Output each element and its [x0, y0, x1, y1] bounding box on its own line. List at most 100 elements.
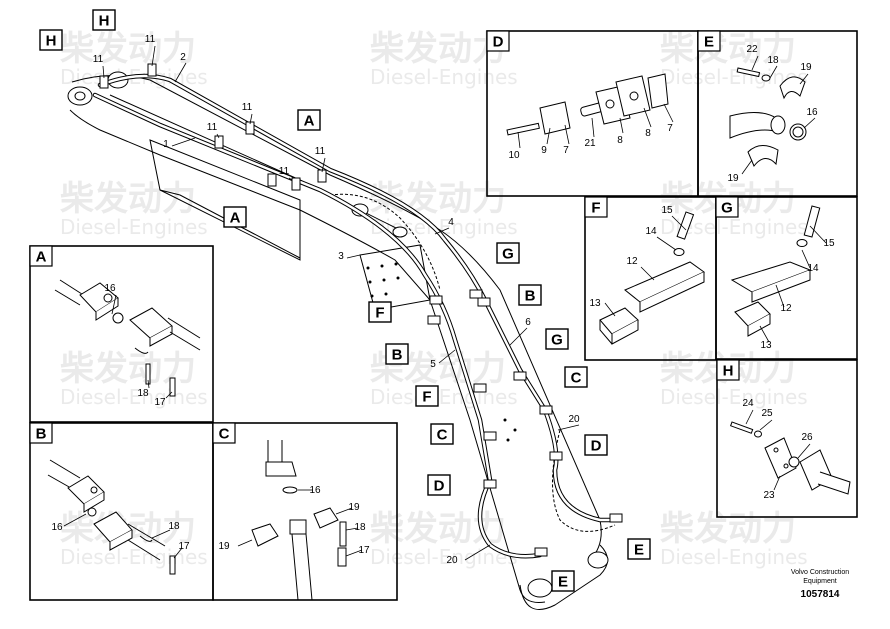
callout-e2[interactable]: E [551, 570, 575, 592]
watermark-subtext: Diesel-Engines [370, 385, 518, 409]
callout-a2[interactable]: A [223, 206, 247, 228]
inset-a [29, 245, 214, 423]
callout-g2[interactable]: G [545, 328, 569, 350]
watermark-subtext: Diesel-Engines [370, 65, 518, 89]
inset-part-number: 16 [51, 522, 63, 533]
inset-part-number: 17 [358, 545, 370, 556]
part-number: 3 [338, 251, 344, 262]
brand-line-2: Equipment [803, 578, 837, 585]
callout-letter: F [375, 305, 384, 322]
part-number: 20 [568, 414, 580, 425]
callout-g1[interactable]: G [496, 242, 520, 264]
callout-letter: F [422, 389, 431, 406]
inset-part-number: 14 [645, 226, 657, 237]
part-number: 11 [207, 122, 218, 133]
callout-letter: D [591, 438, 602, 455]
part-number: 11 [93, 54, 104, 65]
watermark-text: 柴发动力 [60, 29, 196, 69]
watermark-text: 柴发动力 [60, 179, 196, 219]
watermark-text: 柴发动力 [370, 29, 506, 69]
callout-letter: H [99, 13, 110, 30]
inset-part-number: 16 [104, 283, 116, 294]
inset-part-number: 8 [645, 128, 651, 139]
inset-e [697, 30, 858, 197]
inset-part-number: 26 [801, 432, 813, 443]
callout-d1[interactable]: D [584, 434, 608, 456]
inset-part-number: 22 [746, 44, 758, 55]
callout-e1[interactable]: E [627, 538, 651, 560]
watermark-subtext: Diesel-Engines [660, 385, 808, 409]
watermark-text: 柴发动力 [370, 509, 506, 549]
callout-h2[interactable]: H [92, 9, 116, 31]
inset-part-number: 7 [667, 123, 673, 134]
inset-title-g: G [721, 200, 733, 217]
callout-b1[interactable]: B [518, 284, 542, 306]
hydraulic-lines [92, 63, 623, 559]
part-number: 20 [446, 555, 458, 566]
callout-h1[interactable]: H [39, 29, 63, 51]
inset-part-number: 19 [218, 541, 230, 552]
brand-line-1: Volvo Construction [791, 569, 849, 576]
inset-part-number: 15 [661, 205, 673, 216]
callout-letter: C [437, 427, 448, 444]
callout-f1[interactable]: F [368, 301, 392, 323]
inset-title-b: B [36, 426, 47, 443]
callout-letter: B [525, 288, 536, 305]
inset-part-number: 18 [767, 55, 779, 66]
callout-letter: G [502, 246, 514, 263]
inset-part-number: 18 [137, 388, 149, 399]
watermark-text: 柴发动力 [60, 349, 196, 389]
inset-part-number: 19 [800, 62, 812, 73]
watermark-subtext: Diesel-Engines [60, 545, 208, 569]
part-number: 11 [242, 102, 253, 113]
inset-f [584, 196, 717, 361]
main-leaders [102, 45, 580, 561]
inset-part-number: 25 [761, 408, 773, 419]
inset-title-c: C [219, 426, 230, 443]
inset-part-number: 15 [823, 238, 835, 249]
callout-c1[interactable]: C [564, 366, 588, 388]
inset-part-number: 16 [309, 485, 321, 496]
callout-a1[interactable]: A [297, 109, 321, 131]
inset-h [716, 359, 858, 518]
callout-letter: A [304, 113, 315, 130]
part-number: 2 [180, 52, 186, 63]
drawing-number: 1057814 [801, 589, 840, 600]
inset-part-number: 12 [626, 256, 638, 267]
inset-title-d: D [493, 34, 504, 51]
inset-part-number: 18 [354, 522, 366, 533]
view-callouts: H H A A G B F B G C F C D D E E [39, 9, 651, 592]
part-number: 5 [430, 359, 436, 370]
callout-letter: E [558, 574, 568, 591]
inset-part-number: 21 [584, 138, 596, 149]
callout-d2[interactable]: D [427, 474, 451, 496]
inset-title-h: H [723, 363, 734, 380]
callout-c2[interactable]: C [430, 423, 454, 445]
inset-part-number: 19 [727, 173, 739, 184]
inset-part-number: 13 [760, 340, 772, 351]
inset-title-a: A [36, 249, 47, 266]
inset-part-number: 9 [541, 145, 547, 156]
callout-b2[interactable]: B [385, 343, 409, 365]
watermark-text: 柴发动力 [660, 509, 796, 549]
callout-letter: C [571, 370, 582, 387]
inset-title-e: E [704, 34, 714, 51]
inset-title-f: F [591, 200, 600, 217]
inset-part-number: 18 [168, 521, 180, 532]
watermark-text: 柴发动力 [660, 29, 796, 69]
callout-letter: H [46, 33, 57, 50]
inset-part-number: 7 [563, 145, 569, 156]
callout-f2[interactable]: F [415, 385, 439, 407]
callout-letter: A [230, 210, 241, 227]
inset-part-number: 10 [508, 150, 520, 161]
inset-part-number: 17 [178, 541, 190, 552]
part-number: 11 [145, 34, 156, 45]
inset-g [715, 196, 858, 360]
part-number: 6 [525, 317, 531, 328]
inset-part-number: 23 [763, 490, 775, 501]
inset-part-number: 8 [617, 135, 623, 146]
